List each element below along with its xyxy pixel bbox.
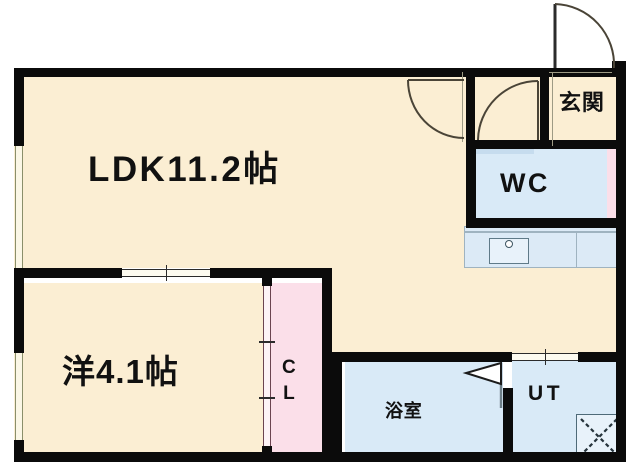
toilet-tank: [474, 148, 534, 154]
wall-right: [616, 68, 626, 462]
wall-closet-left-top-stub: [262, 278, 272, 286]
room-fill-wc: [474, 148, 607, 220]
wall-left-ldk-upper: [14, 68, 24, 146]
bathroom-folding-door[interactable]: [462, 361, 508, 410]
wall-genkan-left: [540, 68, 549, 148]
closet-door-tick-upper: [259, 341, 275, 343]
wall-closet-left-bottom-stub: [262, 446, 272, 456]
kitchen-counter: [464, 232, 624, 268]
closet-sliding-door[interactable]: [263, 286, 271, 446]
hall-doorframe-line-left: [462, 72, 463, 142]
wall-wc-left: [466, 140, 476, 228]
sink-faucet-icon: [505, 240, 513, 248]
closet-label-line-2: L: [283, 382, 295, 404]
closet-label-line-1: C: [282, 357, 296, 378]
wall-top-ldk: [14, 68, 624, 77]
hall-door[interactable]: [477, 80, 539, 142]
wall-bath-left: [332, 352, 342, 462]
closet-door-tick-lower: [259, 397, 275, 399]
room-label-genkan: 玄関: [559, 90, 605, 115]
room-fill-hall: [330, 268, 624, 354]
room-label-washitsu: 洋4.1帖: [62, 353, 179, 390]
wall-bath-ut: [503, 388, 513, 462]
room-label-ldk: LDK11.2帖: [88, 150, 281, 189]
room-fill-washitsu: [14, 283, 264, 460]
wall-closet-right: [322, 268, 332, 462]
wall-ldk-washitsu-right: [210, 268, 330, 278]
room-label-ut: UT: [528, 382, 564, 405]
utility-sliding-door[interactable]: [512, 349, 578, 365]
window-washitsu-left: [15, 353, 23, 440]
room-fill-genkan: [548, 72, 626, 148]
wall-hall-bottom-right: [578, 352, 626, 362]
kitchen-counter-divider: [576, 232, 577, 268]
hall-doorframe-line-right: [552, 72, 553, 146]
entrance-door[interactable]: [552, 3, 616, 70]
genkan-step-line: [549, 72, 612, 73]
room-label-bath: 浴室: [385, 401, 423, 421]
room-label-wc: WC: [500, 168, 550, 198]
window-ldk-left: [15, 146, 23, 268]
wall-ldk-hall: [466, 68, 475, 142]
room-label-closet: C L: [282, 355, 296, 406]
wall-bottom: [14, 452, 626, 462]
bedroom-sliding-door[interactable]: [122, 265, 210, 281]
wall-left-washitsu-upper: [14, 283, 24, 353]
wall-hall-bottom-left: [332, 352, 512, 362]
room-fill-closet: [264, 283, 322, 460]
wall-left-washitsu-lower: [14, 440, 24, 460]
wall-ldk-washitsu-left: [14, 268, 122, 278]
washing-machine-pan: [576, 414, 620, 458]
ldk-hall-door[interactable]: [407, 78, 466, 140]
wall-wc-bottom: [466, 218, 626, 228]
